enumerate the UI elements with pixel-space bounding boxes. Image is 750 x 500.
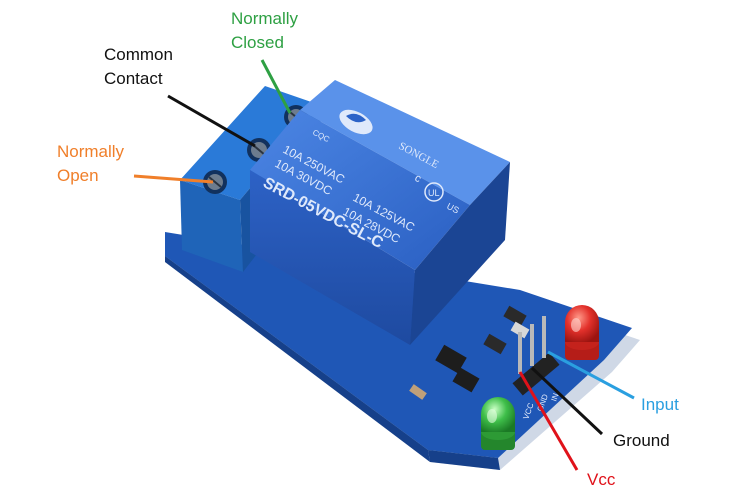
label-normally-open-line2: Open xyxy=(57,166,99,185)
label-normally-closed-line2: Closed xyxy=(231,33,284,52)
leader-line-input xyxy=(547,350,635,400)
relay-cube: SONGLE CQC 10A 250VAC 10A 30VDC 10A 125V… xyxy=(250,80,510,345)
label-normally-open-line1: Normally xyxy=(57,142,125,161)
label-vcc: Vcc xyxy=(587,470,616,489)
svg-text:UL: UL xyxy=(428,188,440,198)
pin-gnd xyxy=(530,324,534,366)
label-ground: Ground xyxy=(613,431,670,450)
pin-in xyxy=(542,316,546,358)
label-input: Input xyxy=(641,395,679,414)
green-led xyxy=(481,397,515,450)
label-normally-open: Normally Open xyxy=(57,140,124,188)
label-normally-closed: Normally Closed xyxy=(231,7,298,55)
label-common-contact: Common Contact xyxy=(104,43,173,91)
songle-logo-icon xyxy=(339,109,373,135)
leader-line-normally-closed xyxy=(260,59,292,114)
pin-vcc xyxy=(518,332,522,374)
label-common-contact-line1: Common xyxy=(104,45,173,64)
smd-components xyxy=(409,305,530,400)
red-led xyxy=(565,305,599,360)
label-normally-closed-line1: Normally xyxy=(231,9,299,28)
relay-ul-c: c xyxy=(413,172,424,185)
leader-line-normally-open xyxy=(133,174,214,184)
pin-label-in: IN xyxy=(549,392,560,403)
leader-line-ground xyxy=(530,366,604,436)
pcb-board xyxy=(165,232,640,470)
label-common-contact-line2: Contact xyxy=(104,69,163,88)
terminal-screw-no xyxy=(203,170,227,194)
ul-mark-icon: UL xyxy=(424,182,444,202)
leader-line-vcc xyxy=(518,371,579,471)
leader-line-common-contact xyxy=(167,94,256,148)
